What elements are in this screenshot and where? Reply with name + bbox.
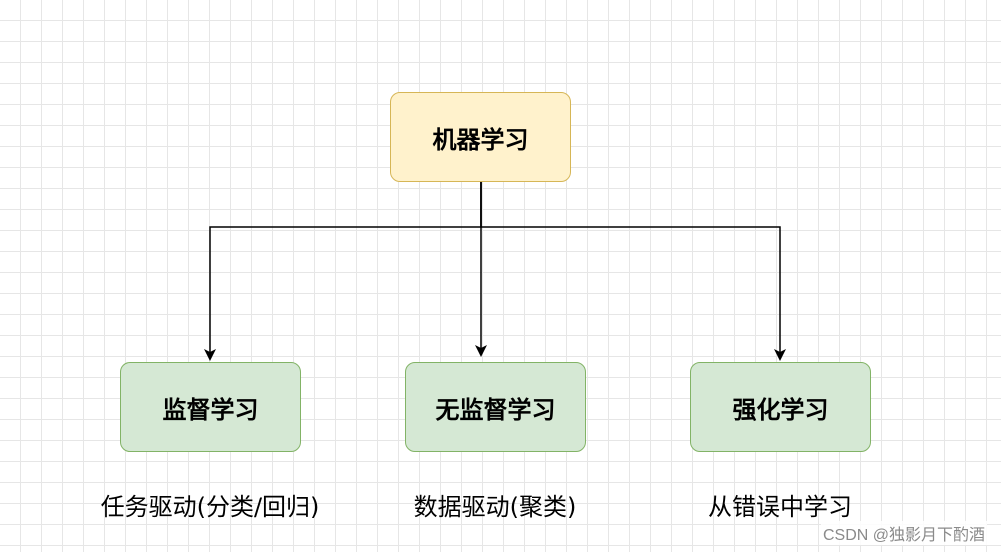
caption-reinforcement: 从错误中学习 — [708, 493, 852, 521]
edge-to-reinforcement — [480, 182, 786, 361]
caption-supervised: 任务驱动(分类/回归) — [100, 493, 320, 521]
node-machine-learning[interactable]: 机器学习 — [390, 92, 571, 182]
node-reinforcement-learning[interactable]: 强化学习 — [690, 362, 871, 452]
node-machine-learning-label: 机器学习 — [432, 125, 529, 154]
edge-to-supervised — [204, 182, 482, 361]
node-reinforcement-learning-label: 强化学习 — [732, 395, 829, 424]
node-supervised-learning-label: 监督学习 — [162, 395, 259, 424]
caption-unsupervised: 数据驱动(聚类) — [413, 493, 577, 521]
node-unsupervised-learning[interactable]: 无监督学习 — [405, 362, 586, 452]
watermark: CSDN @独影月下酌酒 — [820, 521, 987, 545]
node-supervised-learning[interactable]: 监督学习 — [120, 362, 301, 452]
node-unsupervised-learning-label: 无监督学习 — [435, 395, 556, 424]
